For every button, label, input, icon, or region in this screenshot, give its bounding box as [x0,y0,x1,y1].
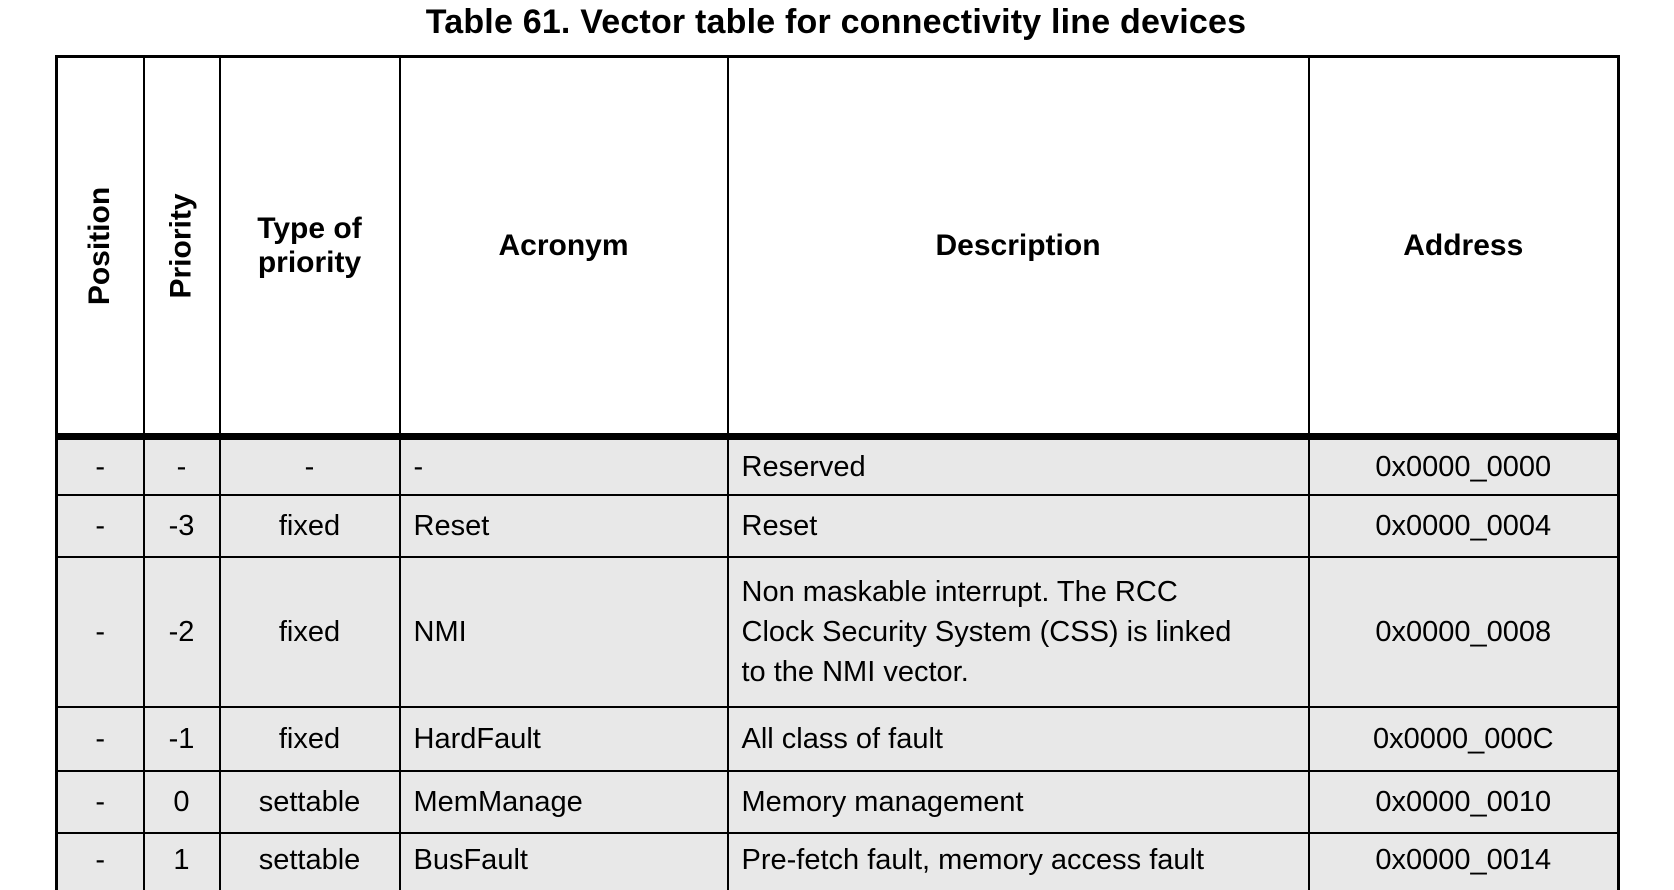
cell-position: - [55,555,145,708]
cell-acronym: NMI [398,555,729,708]
rotated-label-wrap: Priority [145,61,219,431]
cell-description: Pre-fetch fault, memory access fault [726,831,1310,890]
column-header-address: Address [1307,55,1620,440]
table-title: Table 61. Vector table for connectivity … [425,3,1247,41]
cell-priority: 1 [142,831,221,890]
vector-table: Position Priority Type of priority Acron… [55,55,1620,890]
column-header-description: Description [726,55,1310,440]
table-row-nmi: - -2 fixed NMI Non maskable interrupt. T… [55,555,1620,708]
column-header-position-label: Position [83,186,117,305]
cell-type-of-priority: fixed [218,555,401,708]
cell-position: - [55,435,145,496]
cell-type-of-priority: - [218,435,401,496]
cell-acronym: MemManage [398,769,729,834]
cell-priority: - [142,435,221,496]
cell-acronym: BusFault [398,831,729,890]
cell-type-of-priority: settable [218,769,401,834]
cell-position: - [55,705,145,772]
table-row-reset: - -3 fixed Reset Reset 0x0000_0004 [55,493,1620,558]
table-row-hardfault: - -1 fixed HardFault All class of fault … [55,705,1620,772]
cell-priority: 0 [142,769,221,834]
cell-description: Non maskable interrupt. The RCC Clock Se… [726,555,1310,708]
cell-priority: -2 [142,555,221,708]
cell-acronym: Reset [398,493,729,558]
table-row-busfault: - 1 settable BusFault Pre-fetch fault, m… [55,831,1620,890]
cell-address: 0x0000_000C [1307,705,1620,772]
column-header-priority: Priority [142,55,221,440]
table-row-memmanage: - 0 settable MemManage Memory management… [55,769,1620,834]
column-header-acronym: Acronym [398,55,729,440]
cell-position: - [55,493,145,558]
column-header-priority-label: Priority [164,192,198,299]
cell-acronym: - [398,435,729,496]
cell-address: 0x0000_0008 [1307,555,1620,708]
cell-address: 0x0000_0000 [1307,435,1620,496]
cell-type-of-priority: fixed [218,493,401,558]
cell-address: 0x0000_0010 [1307,769,1620,834]
column-header-type-of-priority: Type of priority [218,55,401,440]
cell-position: - [55,831,145,890]
cell-description: All class of fault [726,705,1310,772]
cell-priority: -3 [142,493,221,558]
cell-position: - [55,769,145,834]
column-header-position: Position [55,55,145,440]
cell-type-of-priority: settable [218,831,401,890]
cell-address: 0x0000_0004 [1307,493,1620,558]
cell-description: Reserved [726,435,1310,496]
table-row-reserved: - - - - Reserved 0x0000_0000 [55,435,1620,496]
cell-acronym: HardFault [398,705,729,772]
cell-address: 0x0000_0014 [1307,831,1620,890]
cell-priority: -1 [142,705,221,772]
header-row: Position Priority Type of priority Acron… [55,55,1620,440]
cell-description: Reset [726,493,1310,558]
cell-description: Memory management [726,769,1310,834]
cell-type-of-priority: fixed [218,705,401,772]
rotated-label-wrap: Position [58,61,143,431]
